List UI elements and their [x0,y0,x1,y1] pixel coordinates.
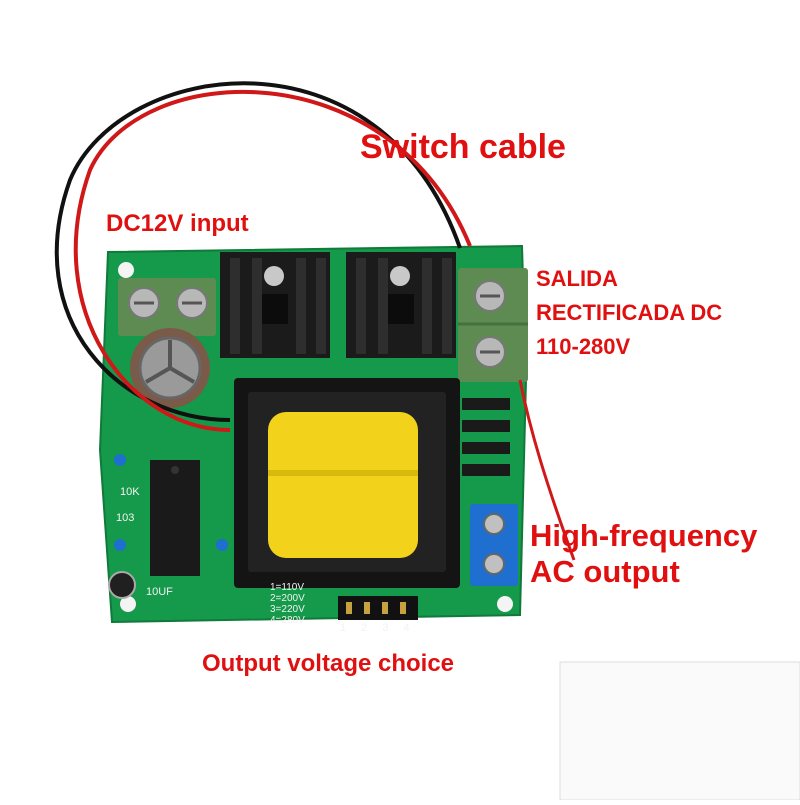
voltage-option-1: 1=110V [270,582,305,593]
hf-output-line-1: High-frequency [530,518,758,553]
hf-ac-output-label: High-frequency AC output [530,518,757,590]
heatsink-right [346,252,456,358]
capacitor-code-label: 103 [116,512,135,524]
dc-input-label: DC12V input [106,210,249,237]
ceramic-capacitor [114,454,126,466]
hf-output-line-2: AC output [530,554,680,589]
transformer-coil [268,412,418,558]
voltage-options-silkscreen: 1=110V 2=200V 3=220V 4=280V [270,582,305,626]
jumper-pin-numbers: 1 2 3 4 [340,622,416,634]
heatsink-left [220,252,330,358]
voltage-jumper-header [338,596,418,620]
switch-cable-black [54,81,462,422]
ceramic-capacitor [216,539,228,551]
switch-cable-red [73,89,472,432]
ceramic-capacitor [114,539,126,551]
voltage-option-2: 2=200V [270,593,305,604]
rectified-output-line-2: RECTIFICADA DC [536,300,723,325]
voltage-option-4: 4=280V [270,615,305,626]
electrolytic-capacitor [130,328,210,408]
mounting-hole [497,596,513,612]
rectified-output-line-3: 110-280V [536,334,631,359]
ac-output-terminal [470,504,518,586]
mounting-hole [120,596,136,612]
small-electrolytic-capacitor [108,571,136,599]
dc-output-terminal [458,268,528,382]
rectifier-diodes [462,398,510,476]
voltage-choice-label: Output voltage choice [202,650,455,677]
voltage-option-3: 3=220V [270,604,305,615]
capacitor-value-label: 10UF [146,586,173,598]
resistor-label: 10K [120,486,140,498]
rectified-output-label: SALIDA RECTIFICADA DC 110-280V [536,262,722,364]
dc-input-terminal [118,278,216,336]
mounting-hole [118,262,134,278]
rectified-output-line-1: SALIDA [536,266,618,291]
switch-cable-label: Switch cable [360,128,566,166]
control-ic [150,460,200,576]
background-sheet [559,661,800,801]
transformer [234,378,460,588]
output-wire-red [518,379,576,561]
